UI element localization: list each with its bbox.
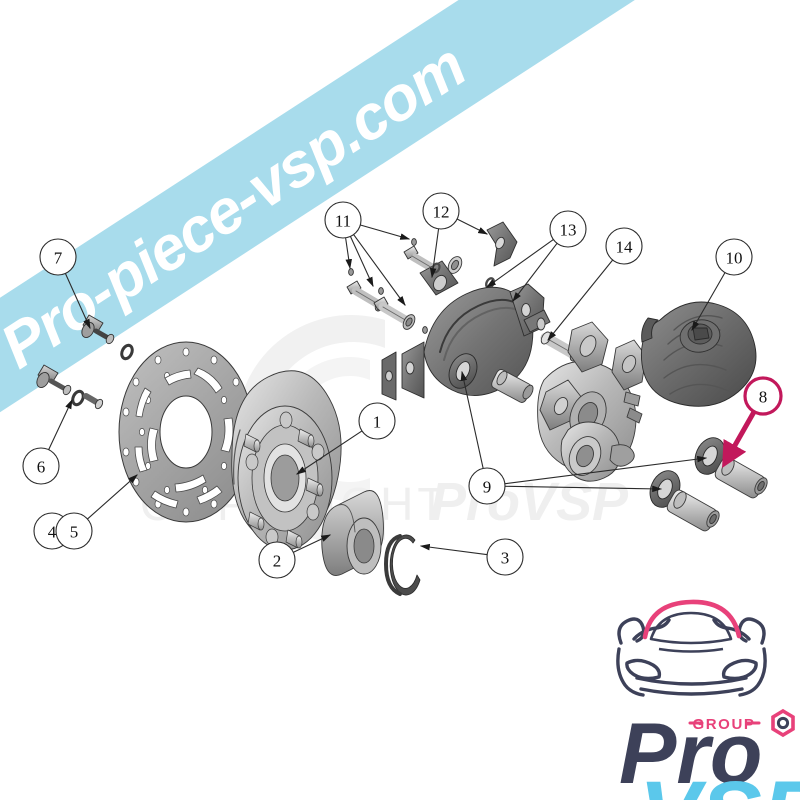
part-2-wheel-bearing <box>321 490 384 576</box>
callout-number-7: 7 <box>54 249 63 268</box>
callout-bubble-9[interactable] <box>468 467 506 505</box>
callout-13[interactable]: 13 <box>486 210 587 302</box>
callout-bubble-14[interactable] <box>605 227 643 265</box>
logo-pro-label: Pro <box>619 706 762 800</box>
callout-number-1: 1 <box>373 413 382 432</box>
leader-line-9-0 <box>460 370 484 469</box>
callout-bubble-3[interactable] <box>486 538 524 576</box>
callout-6[interactable]: 6 <box>22 399 73 485</box>
callout-bubble-5[interactable] <box>55 512 93 550</box>
leader-line-11-2 <box>350 236 374 288</box>
leader-line-1-0 <box>296 430 363 475</box>
leader-line-11-0 <box>360 224 411 240</box>
callout-number-9: 9 <box>483 478 492 497</box>
part-10-dust-boot <box>640 301 757 407</box>
callout-1[interactable]: 1 <box>296 402 396 475</box>
leader-line-13-0 <box>486 239 554 288</box>
callout-9[interactable]: 9 <box>460 370 708 505</box>
callout-12[interactable]: 12 <box>422 192 488 279</box>
leader-line-10-0 <box>691 272 726 331</box>
callout-14[interactable]: 14 <box>547 227 643 341</box>
callout-number-3: 3 <box>501 549 510 568</box>
part-7b-washer <box>120 343 134 361</box>
part-6-disc-retaining-screw <box>36 364 72 396</box>
callout-number-13: 13 <box>560 221 577 240</box>
part-11-caliper-guide-pins <box>346 238 496 334</box>
callout-number-6: 6 <box>37 458 46 477</box>
part-13-caliper-bracket <box>381 283 551 401</box>
callout-bubble-2[interactable] <box>258 541 296 579</box>
part-1-wheel-hub <box>231 370 342 551</box>
callout-number-4: 4 <box>48 523 57 542</box>
leader-line-9-1 <box>504 485 663 493</box>
leader-line-8-0 <box>722 409 757 468</box>
callout-bubble-1[interactable] <box>358 402 396 440</box>
callout-number-11: 11 <box>335 212 351 231</box>
callout-number-12: 12 <box>433 203 450 222</box>
leader-line-3-0 <box>419 543 488 556</box>
leader-line-14-0 <box>547 259 613 341</box>
brand-watermark-text: ProVSP <box>430 472 629 532</box>
leader-line-5-0 <box>87 474 138 520</box>
callout-bubble-6[interactable] <box>22 447 60 485</box>
part-8b-short-sleeve <box>491 369 534 403</box>
wiper-line-icon <box>658 647 724 653</box>
callout-bubble-10[interactable] <box>715 238 753 276</box>
callout-11[interactable]: 11 <box>324 201 411 306</box>
callout-3[interactable]: 3 <box>419 538 524 576</box>
part-knuckle-caliper-body <box>537 321 647 482</box>
callout-bubble-8[interactable] <box>743 376 783 416</box>
leader-line-11-1 <box>345 237 352 270</box>
leader-line-9-2 <box>504 455 708 485</box>
part-3-circlip-snap-ring <box>384 534 421 596</box>
callout-bubble-7[interactable] <box>39 238 77 276</box>
logo-vsp-label: VSP <box>639 763 800 800</box>
callout-7[interactable]: 7 <box>39 238 91 330</box>
leader-line-12-0 <box>456 218 488 235</box>
leader-line-11-3 <box>353 234 406 306</box>
leader-line-13-1 <box>512 243 558 302</box>
callout-bubble-13[interactable] <box>549 210 587 248</box>
callout-2[interactable]: 2 <box>258 534 331 579</box>
leader-line-6-0 <box>48 399 73 450</box>
car-roof-icon <box>642 599 742 640</box>
callout-bubble-11[interactable] <box>324 201 362 239</box>
logo-group-label: GROUP <box>692 716 755 733</box>
part-6b-washer <box>71 389 104 410</box>
car-outline-icon <box>616 617 767 697</box>
callout-10[interactable]: 10 <box>691 238 753 331</box>
leader-line-7-0 <box>65 273 91 330</box>
callout-number-2: 2 <box>273 552 282 571</box>
callout-8[interactable]: 8 <box>722 376 783 468</box>
callout-number-14: 14 <box>616 238 634 257</box>
leader-line-12-1 <box>429 228 440 279</box>
callout-5[interactable]: 5 <box>55 474 138 550</box>
banner-band <box>0 0 654 631</box>
leader-line-2-0 <box>293 534 331 553</box>
callout-bubble-12[interactable] <box>422 192 460 230</box>
hex-nut-icon <box>771 708 795 738</box>
windshield-icon <box>649 611 733 645</box>
logo-group-tag: GROUP <box>688 716 761 733</box>
part-12-anti-rattle-plates <box>419 221 518 296</box>
callout-number-5: 5 <box>70 523 79 542</box>
callout-number-10: 10 <box>726 249 743 268</box>
callout-number-8: 8 <box>759 388 768 407</box>
